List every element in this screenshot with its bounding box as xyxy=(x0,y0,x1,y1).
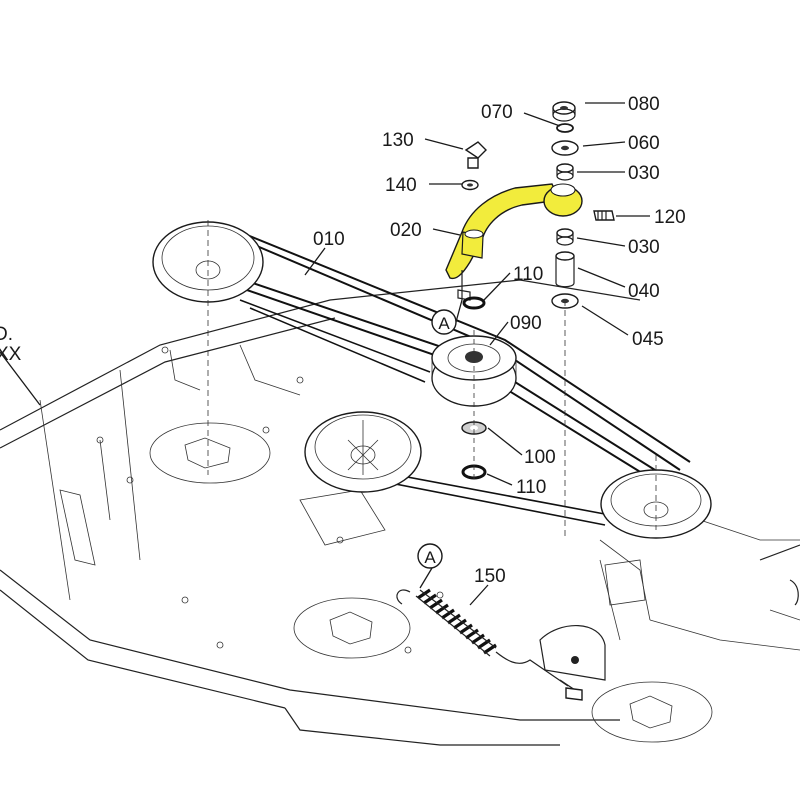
grease-fitting-130 xyxy=(464,141,487,169)
reference-marker-a-bottom: A xyxy=(417,543,443,569)
nut-080 xyxy=(552,101,576,122)
label-150: 150 xyxy=(474,566,506,587)
spring-150 xyxy=(396,588,583,701)
label-045: 045 xyxy=(632,329,664,350)
callout-labels: 080 070 060 030 120 030 040 045 130 140 … xyxy=(0,94,686,587)
label-edge-clip-b: XX xyxy=(0,344,22,365)
pulley-left xyxy=(152,220,264,475)
label-060: 060 xyxy=(628,133,660,154)
ref-a-top-text: A xyxy=(438,314,450,333)
label-040: 040 xyxy=(628,281,660,302)
label-090: 090 xyxy=(510,313,542,334)
label-110-upper: 110 xyxy=(513,264,543,285)
label-080: 080 xyxy=(628,94,660,115)
tension-arm-020 xyxy=(445,183,583,301)
grease-fitting-120 xyxy=(593,210,615,221)
mower-deck xyxy=(0,279,800,746)
label-140: 140 xyxy=(385,175,417,196)
label-030-top: 030 xyxy=(628,163,660,184)
label-120: 120 xyxy=(654,207,686,228)
label-100: 100 xyxy=(524,447,556,468)
label-110-lower: 110 xyxy=(516,477,546,498)
snap-ring-110-upper xyxy=(462,296,486,310)
pulley-right xyxy=(600,455,712,539)
lock-washer-070 xyxy=(556,123,574,133)
label-010: 010 xyxy=(313,229,345,250)
leader-lines xyxy=(0,102,650,606)
spacer-tube-040 xyxy=(555,251,575,288)
label-020: 020 xyxy=(390,220,422,241)
pulley-center-large xyxy=(304,411,422,493)
washer-140 xyxy=(461,179,479,191)
label-130: 130 xyxy=(382,130,414,151)
bushing-030-top xyxy=(556,163,574,181)
label-edge-clip-a: D. xyxy=(0,324,13,345)
label-070: 070 xyxy=(481,102,513,123)
ref-a-bottom-text: A xyxy=(424,548,436,567)
label-030-bottom: 030 xyxy=(628,237,660,258)
washer-060 xyxy=(551,140,579,156)
reference-marker-a-top: A xyxy=(431,309,457,335)
bushing-030-bottom xyxy=(556,228,574,246)
